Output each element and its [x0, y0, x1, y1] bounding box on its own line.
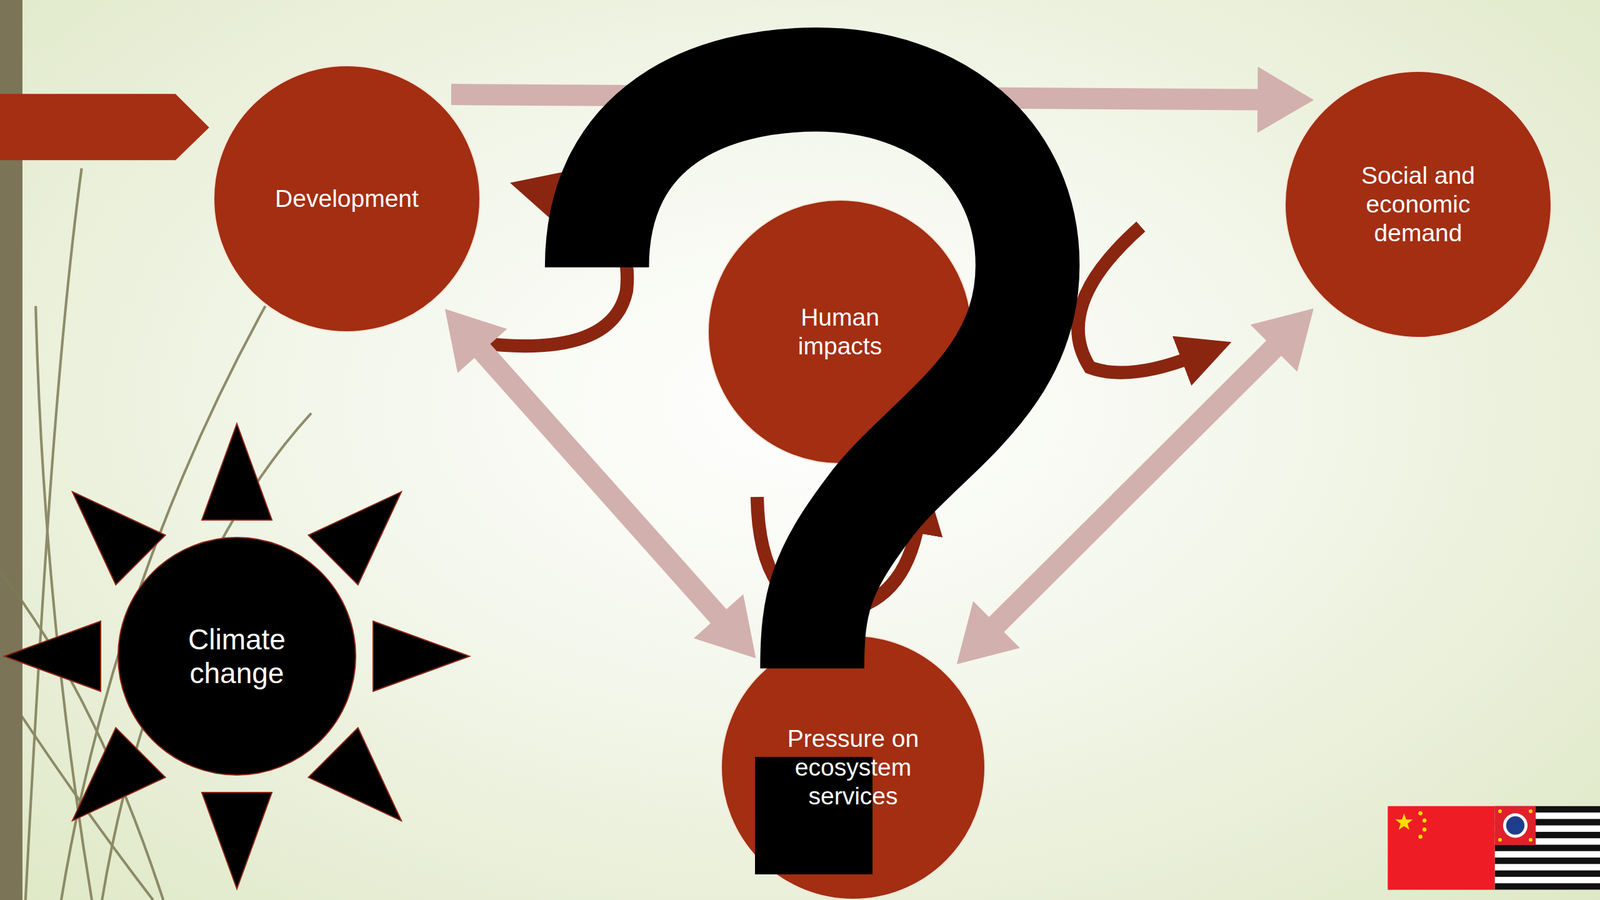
sun-ray [201, 792, 272, 889]
grass-line [35, 306, 92, 900]
flag-stripe [1495, 818, 1600, 825]
node-label: Development [240, 184, 454, 214]
curved-arrow [477, 193, 628, 346]
circle-fill [721, 635, 985, 900]
question-mark-hook [596, 79, 1028, 669]
flag-star [1498, 809, 1502, 814]
flag-star [1498, 838, 1502, 842]
circle-fill [1285, 71, 1552, 338]
flag-star [1418, 835, 1423, 840]
flag-star [1418, 811, 1423, 816]
side-bar [0, 0, 23, 900]
question-mark-dot [755, 756, 873, 875]
flag-star [1528, 838, 1533, 842]
flag-disc [1503, 813, 1528, 838]
circle-shape [213, 65, 481, 333]
block-arrow [956, 308, 1314, 665]
node-label: Climate change [158, 622, 315, 691]
flag-star [1395, 813, 1413, 830]
sao-paulo-flag [1495, 806, 1600, 890]
sun-circle: Climate change [117, 536, 357, 776]
flag-stripe [1495, 845, 1600, 852]
flag-stripe [1495, 870, 1600, 877]
circle-fill [708, 200, 972, 464]
text-holder: Development [213, 65, 481, 333]
flag-stripe [1495, 857, 1600, 864]
topic-circle: Social and economic demand [1284, 70, 1552, 339]
flag-star [1528, 809, 1533, 814]
circle-shape [117, 536, 357, 776]
sun-ray [72, 728, 165, 821]
sun-ray [308, 491, 402, 585]
grass-lines [0, 168, 312, 900]
sun-ray [201, 423, 272, 520]
banner-arrow [0, 93, 210, 160]
circle-shape [707, 199, 973, 465]
circle-shape [1284, 70, 1552, 339]
node-label: Pressure on ecosystem services [775, 724, 932, 811]
sun-ray [308, 728, 402, 821]
cycle-arrows [477, 193, 1192, 612]
flag-star [1422, 827, 1427, 832]
grass-line [0, 571, 164, 900]
node-label: Human impacts [768, 303, 912, 361]
grass-line [20, 714, 154, 900]
node-label: Social and economic demand [1343, 161, 1494, 248]
sun-rays [4, 423, 470, 889]
flag-canton [1495, 806, 1536, 845]
topic-circle: Pressure on ecosystem services [720, 635, 986, 900]
grass-line [61, 306, 266, 900]
text-holder: Pressure on ecosystem services [720, 635, 986, 900]
circle-shape [720, 635, 986, 900]
curved-arrow [756, 496, 919, 612]
sun-ray [72, 491, 165, 585]
circle-fill [213, 65, 480, 332]
flag-stripe [1495, 806, 1600, 813]
flag-field [1495, 806, 1600, 890]
grass-line [25, 168, 82, 900]
flag-field [1387, 806, 1495, 890]
flag-map [1506, 816, 1525, 835]
flag-stripe [1495, 883, 1600, 890]
block-arrow [451, 66, 1314, 134]
topic-circle: Development [213, 65, 481, 333]
text-holder: Social and economic demand [1284, 70, 1552, 339]
grass-line [101, 413, 312, 900]
curved-arrow [1078, 226, 1192, 373]
flag-stripe [1495, 831, 1600, 839]
sun-disc [118, 537, 356, 775]
china-flag [1387, 806, 1495, 890]
sun-ray [4, 621, 101, 692]
topic-circle: Human impacts [707, 199, 973, 465]
text-holder: Climate change [117, 536, 357, 776]
text-holder: Human impacts [707, 199, 973, 465]
flag-star [1422, 818, 1427, 823]
block-arrow [445, 308, 757, 659]
sun-ray [373, 621, 470, 692]
